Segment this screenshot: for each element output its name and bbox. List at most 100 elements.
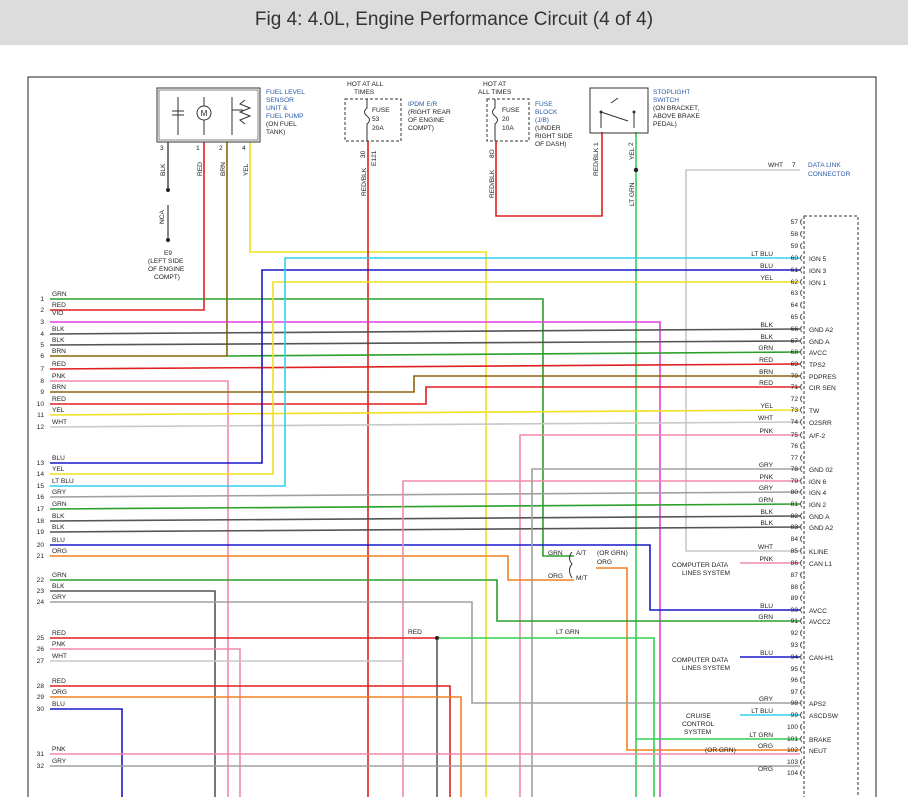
lt-grn-jumper-label: LT GRN (556, 629, 580, 636)
fb-label-0: FUSE (535, 101, 553, 108)
wire-14-yel (50, 281, 800, 475)
splice-dot-2 (634, 168, 638, 172)
left-pin-24: 24 (37, 599, 45, 606)
left-wire-color-4: BLK (52, 326, 65, 333)
wire-5-blk (49, 340, 801, 346)
ecm-pin-94: 94 (791, 654, 799, 661)
ecm-pin-81: 81 (791, 501, 799, 508)
ecm-pin-99: 99 (791, 712, 799, 719)
ecm-terminal-71 (800, 383, 803, 391)
ecm-terminal-65 (800, 313, 803, 321)
ecm-func-81: IGN 2 (809, 502, 827, 509)
or-grn-102: (OR GRN) (705, 747, 736, 754)
ecm-terminal-103 (800, 758, 803, 766)
nca-label: NCA (159, 209, 166, 224)
ecm-pin-101: 101 (787, 736, 798, 743)
ecm-wire-90: BLU (760, 603, 773, 610)
left-wire-color-7: RED (52, 361, 66, 368)
left-pin-30: 30 (37, 706, 45, 713)
left-wire-color-28: RED (52, 678, 66, 685)
ecm-func-78: GND 02 (809, 467, 833, 474)
ecm-wire-60: LT BLU (751, 251, 773, 258)
left-wire-color-32: GRY (52, 758, 67, 765)
cdl2-1: LINES SYSTEM (682, 665, 730, 672)
ecm-wire-82: BLK (761, 509, 774, 516)
ecm-pin-83: 83 (791, 524, 799, 531)
left-wire-color-20: BLU (52, 537, 65, 544)
left-wire-color-5: BLK (52, 337, 65, 344)
ecm-func-98: APS2 (809, 701, 826, 708)
title-bar: Fig 4: 4.0L, Engine Performance Circuit … (0, 0, 908, 45)
ecm-terminal-97 (800, 688, 803, 696)
wire-3-vio (50, 321, 661, 797)
fb-label-2: (J/B) (535, 117, 549, 124)
wire-18-blk (49, 515, 801, 522)
left-wire-color-2: VIO (52, 310, 63, 317)
ecm-func-82: GND A (809, 514, 830, 521)
at-grn: GRN (548, 550, 563, 557)
ecm-func-68: AVCC (809, 350, 827, 357)
ecm-func-66: GND A2 (809, 327, 834, 334)
ecm-func-101: BRAKE (809, 737, 832, 744)
fb-label-5: OF DASH) (535, 141, 567, 148)
ecm-terminal-95 (800, 665, 803, 673)
ecm-terminal-79 (800, 477, 803, 485)
ecm-func-69: TPS2 (809, 362, 826, 369)
ecm-pin-59: 59 (791, 243, 799, 250)
ecm-wire-74: WHT (758, 415, 773, 422)
ecm-terminal-84 (800, 535, 803, 543)
left-pin-23: 23 (37, 588, 45, 595)
ipdm-label-2: OF ENGINE (408, 117, 445, 124)
ecm-func-86: CAN L1 (809, 561, 832, 568)
ecm-func-61: IGN 3 (809, 268, 827, 275)
fb-label-3: (UNDER (535, 125, 561, 132)
ecm-terminal-78 (800, 465, 803, 473)
fb-fuse-2: 10A (502, 125, 514, 132)
ipdm-fuse-2: 20A (372, 125, 384, 132)
ecm-pin-57: 57 (791, 219, 799, 226)
diagram-frame (27, 76, 877, 797)
left-pin-27: 27 (37, 658, 45, 665)
ecm-wire-85: WHT (758, 544, 773, 551)
fb-label-1: BLOCK (535, 109, 558, 116)
ecm-pin-65: 65 (791, 314, 799, 321)
left-wire-color-21: ORG (52, 548, 67, 555)
left-wire-color-13: BLU (52, 455, 65, 462)
left-pin-9: 9 (40, 389, 44, 396)
variable-resistor-icon (238, 99, 252, 125)
ecm-pin-69: 69 (791, 361, 799, 368)
ecm-terminal-75 (800, 431, 803, 439)
left-wire-color-31: PNK (52, 746, 66, 753)
ecm-terminal-87 (800, 571, 803, 579)
left-wire-color-27: WHT (52, 653, 67, 660)
wire-13-blu (50, 269, 800, 464)
ecm-wire-62: YEL (761, 275, 774, 282)
cdl1-0: COMPUTER DATA (672, 562, 729, 569)
wire-19-blk (49, 526, 801, 533)
wire-28-red (50, 685, 451, 797)
computer-data-lines-1: COMPUTER DATA LINES SYSTEM (672, 562, 730, 577)
ecm-terminal-96 (800, 676, 803, 684)
ecm-pin-92: 92 (791, 630, 799, 637)
wire-29-org (50, 696, 462, 797)
ecm-pin-66: 66 (791, 326, 799, 333)
left-pin-8: 8 (40, 378, 44, 385)
ecm-pin-58: 58 (791, 231, 799, 238)
ecm-terminal-62 (800, 278, 803, 286)
ecm-pin-74: 74 (791, 419, 799, 426)
ipdm-fuse-53: HOT AT ALL TIMES FUSE 53 20A IPDM E/R (R… (344, 81, 451, 196)
ecm-wire-99: LT BLU (751, 708, 773, 715)
ecm-terminal-80 (800, 488, 803, 496)
left-wire-color-18: BLK (52, 513, 65, 520)
stop-label-4: PEDAL) (653, 121, 677, 128)
cruise-2: SYSTEM (684, 729, 711, 736)
wire-label-stop-redblk: RED/BLK (593, 147, 600, 176)
ecm-pin-70: 70 (791, 373, 799, 380)
wire-23-blk (50, 590, 216, 797)
ipdm-label-1: (RIGHT REAR (408, 109, 451, 116)
left-wire-color-22: GRN (52, 572, 67, 579)
ecm-terminal-69 (800, 360, 803, 368)
left-wire-color-9: BRN (52, 384, 66, 391)
ground-e9: NCA E9 (LEFT SIDE OF ENGINE COMPT) (148, 209, 185, 281)
fuse-block-20: HOT AT ALL TIMES FUSE 20 10A FUSE BLOCK … (478, 81, 573, 198)
